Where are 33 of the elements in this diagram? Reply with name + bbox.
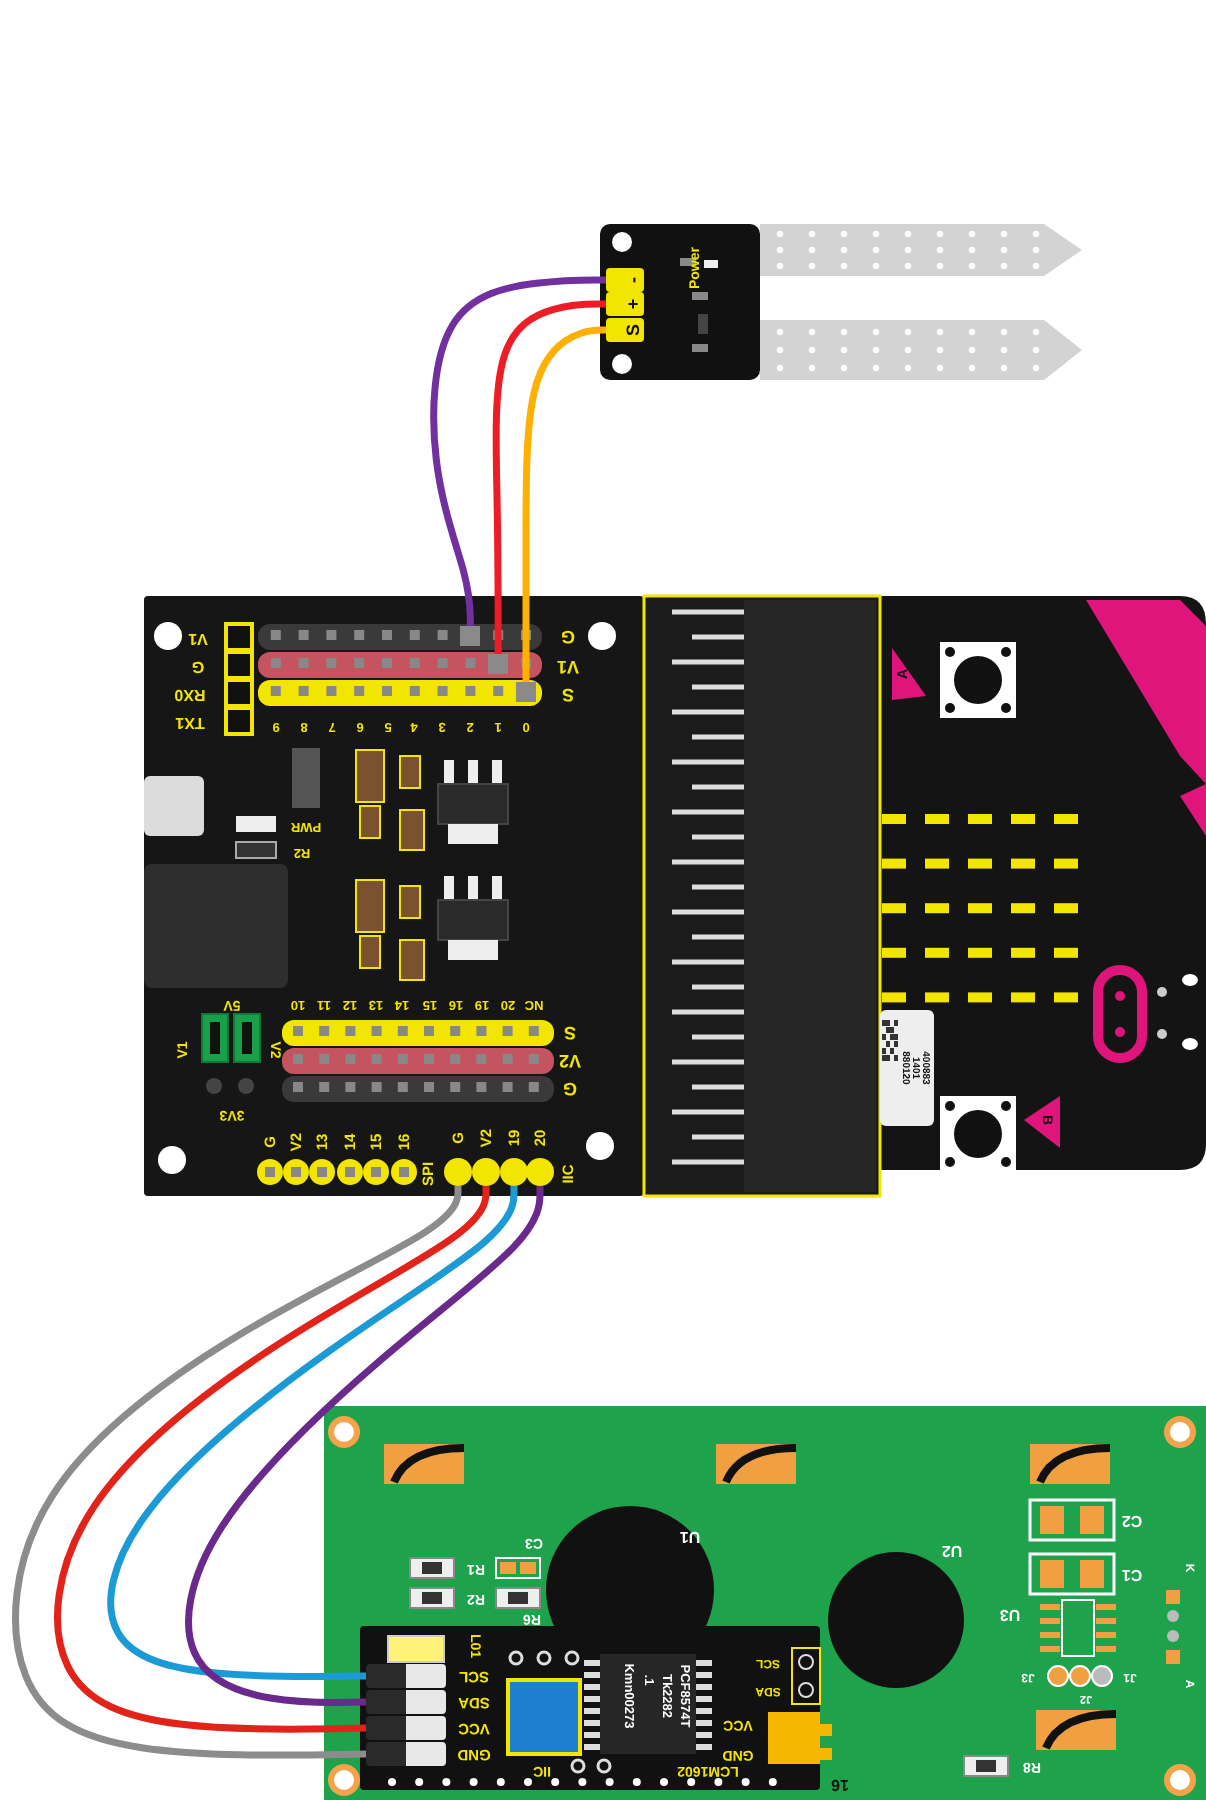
pin-label: S — [562, 685, 574, 703]
wire — [522, 326, 606, 682]
header-pin — [488, 654, 509, 674]
wire — [107, 1186, 518, 1681]
wire — [12, 1185, 462, 1759]
header-pin — [606, 318, 644, 342]
pin-label: G — [191, 658, 205, 674]
header-pin — [460, 626, 481, 646]
wire — [185, 1186, 544, 1707]
component-label: U2 — [941, 1542, 963, 1558]
pin-label: 16 — [831, 1776, 849, 1792]
pin-label: TX1 — [175, 714, 205, 730]
pin-label: G — [563, 1079, 577, 1097]
pin-label: G — [561, 627, 575, 645]
header-pin — [606, 292, 644, 316]
component-label: C2 — [1121, 1512, 1143, 1528]
pin-label: S — [625, 324, 643, 336]
pin-label: V1 — [557, 657, 579, 675]
header-pin — [606, 268, 644, 292]
sensor-module-board — [600, 224, 760, 380]
pin-label: V1 — [188, 630, 208, 646]
wire — [430, 276, 606, 627]
pin-label: S — [564, 1023, 576, 1041]
pin-label: RX0 — [174, 686, 206, 702]
pin-label: V2 — [559, 1051, 581, 1069]
pin-label: - — [625, 277, 643, 283]
wire — [54, 1185, 490, 1733]
wire — [492, 300, 606, 654]
component-label: C1 — [1121, 1566, 1143, 1582]
component-label: U1 — [679, 1528, 701, 1544]
pin-label: + — [625, 298, 643, 310]
component-label: U3 — [999, 1606, 1021, 1622]
header-pin — [516, 682, 536, 702]
